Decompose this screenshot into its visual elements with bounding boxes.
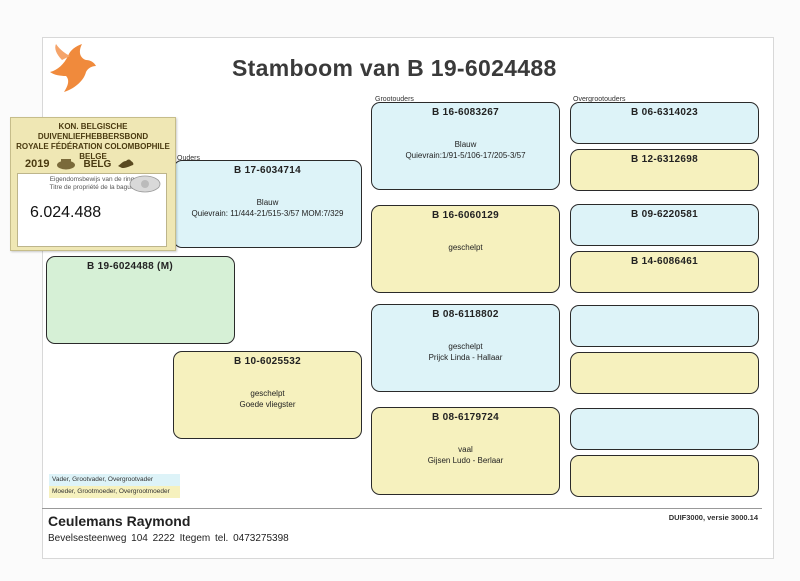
great-grandparent-box[interactable]: B 06-6314023 — [570, 102, 759, 144]
great-grandparent-box[interactable]: B 12-6312698 — [570, 149, 759, 191]
father-ring: B 17-6034714 — [234, 165, 301, 176]
mother-ring: B 10-6025532 — [234, 356, 301, 367]
ring-ownership-sticker: KON. BELGISCHE DUIVENLIEFHEBBERSBOND ROY… — [10, 117, 176, 251]
pigeon-logo-icon — [50, 44, 96, 92]
hologram-seal-icon — [129, 175, 161, 193]
subject-ring: B 19-6024488 (M) — [87, 261, 173, 272]
subject-box[interactable]: B 19-6024488 (M) — [46, 256, 235, 344]
great-grandparent-box[interactable]: B 14-6086461 — [570, 251, 759, 293]
great-grandparent-ring: B 12-6312698 — [631, 154, 698, 165]
sticker-year: 2019 — [25, 158, 50, 170]
grandparent-box[interactable]: B 08-6118802 geschelpt Prijck Linda - Ha… — [371, 304, 560, 392]
ouders-label: Ouders — [177, 155, 200, 162]
great-grandparent-box[interactable] — [570, 455, 759, 497]
grandparent-ring: B 08-6118802 — [432, 309, 499, 320]
grandparent-box[interactable]: B 08-6179724 vaal Gijsen Ludo - Berlaar — [371, 407, 560, 495]
grandparent-desc: Blauw Quievrain:1/91-5/106-17/205-3/57 — [405, 140, 526, 160]
legend-male: Vader, Grootvader, Overgrootvader — [49, 474, 180, 486]
sticker-caption2: Titre de propriété de la bague — [49, 184, 135, 191]
great-grandparent-box[interactable]: B 09-6220581 — [570, 204, 759, 246]
grandparent-ring: B 08-6179724 — [432, 412, 499, 423]
gender-legend: Vader, Grootvader, Overgrootvader Moeder… — [49, 474, 180, 500]
sticker-caption1: Eigendomsbewijs van de ring — [49, 176, 135, 183]
sticker-ring-number: 6.024.488 — [30, 204, 102, 221]
grandparent-desc: vaal Gijsen Ludo - Berlaar — [427, 445, 504, 465]
grandparent-box[interactable]: B 16-6083267 Blauw Quievrain:1/91-5/106-… — [371, 102, 560, 190]
grandparent-desc: geschelpt Prijck Linda - Hallaar — [428, 342, 503, 362]
father-desc: Blauw Quievrain: 11/444-21/515-3/57 MOM:… — [191, 198, 344, 218]
sticker-line1: KON. BELGISCHE DUIVENLIEFHEBBERSBOND — [37, 122, 149, 141]
grandparent-desc: geschelpt — [448, 243, 483, 252]
grandparent-box[interactable]: B 16-6060129 geschelpt — [371, 205, 560, 293]
great-grandparent-box[interactable] — [570, 408, 759, 450]
sticker-card: Eigendomsbewijs van de ring Titre de pro… — [17, 173, 167, 247]
legend-female: Moeder, Grootmoeder, Overgrootmoeder — [49, 486, 180, 498]
great-grandparent-box[interactable] — [570, 352, 759, 394]
great-grandparent-ring: B 09-6220581 — [631, 209, 698, 220]
great-grandparent-ring: B 14-6086461 — [631, 256, 698, 267]
overgrootouders-label: Overgrootouders — [573, 96, 626, 103]
grandparent-ring: B 16-6060129 — [432, 210, 499, 221]
mother-desc: geschelpt Goede vliegster — [239, 389, 296, 409]
sticker-line2: ROYALE FÉDÉRATION COLOMBOPHILE BELGE — [16, 142, 170, 161]
footer-divider — [42, 508, 762, 509]
sticker-country: BELG — [83, 158, 112, 170]
pigeon-icon — [118, 159, 134, 168]
sticker-year-row: 2019 BELG — [25, 156, 165, 172]
great-grandparent-ring: B 06-6314023 — [631, 107, 698, 118]
father-box[interactable]: B 17-6034714 Blauw Quievrain: 11/444-21/… — [173, 160, 362, 248]
crown-emblem-icon — [57, 159, 76, 170]
software-version: DUIF3000, versie 3000.14 — [668, 513, 758, 522]
grootouders-label: Grootouders — [375, 96, 414, 103]
grandparent-ring: B 16-6083267 — [432, 107, 499, 118]
owner-name: Ceulemans Raymond — [48, 513, 191, 529]
owner-address: Bevelsesteenweg 104 2222 Itegem tel. 047… — [48, 533, 289, 544]
mother-box[interactable]: B 10-6025532 geschelpt Goede vliegster — [173, 351, 362, 439]
great-grandparent-box[interactable] — [570, 305, 759, 347]
page-title: Stamboom van B 19-6024488 — [232, 55, 557, 81]
